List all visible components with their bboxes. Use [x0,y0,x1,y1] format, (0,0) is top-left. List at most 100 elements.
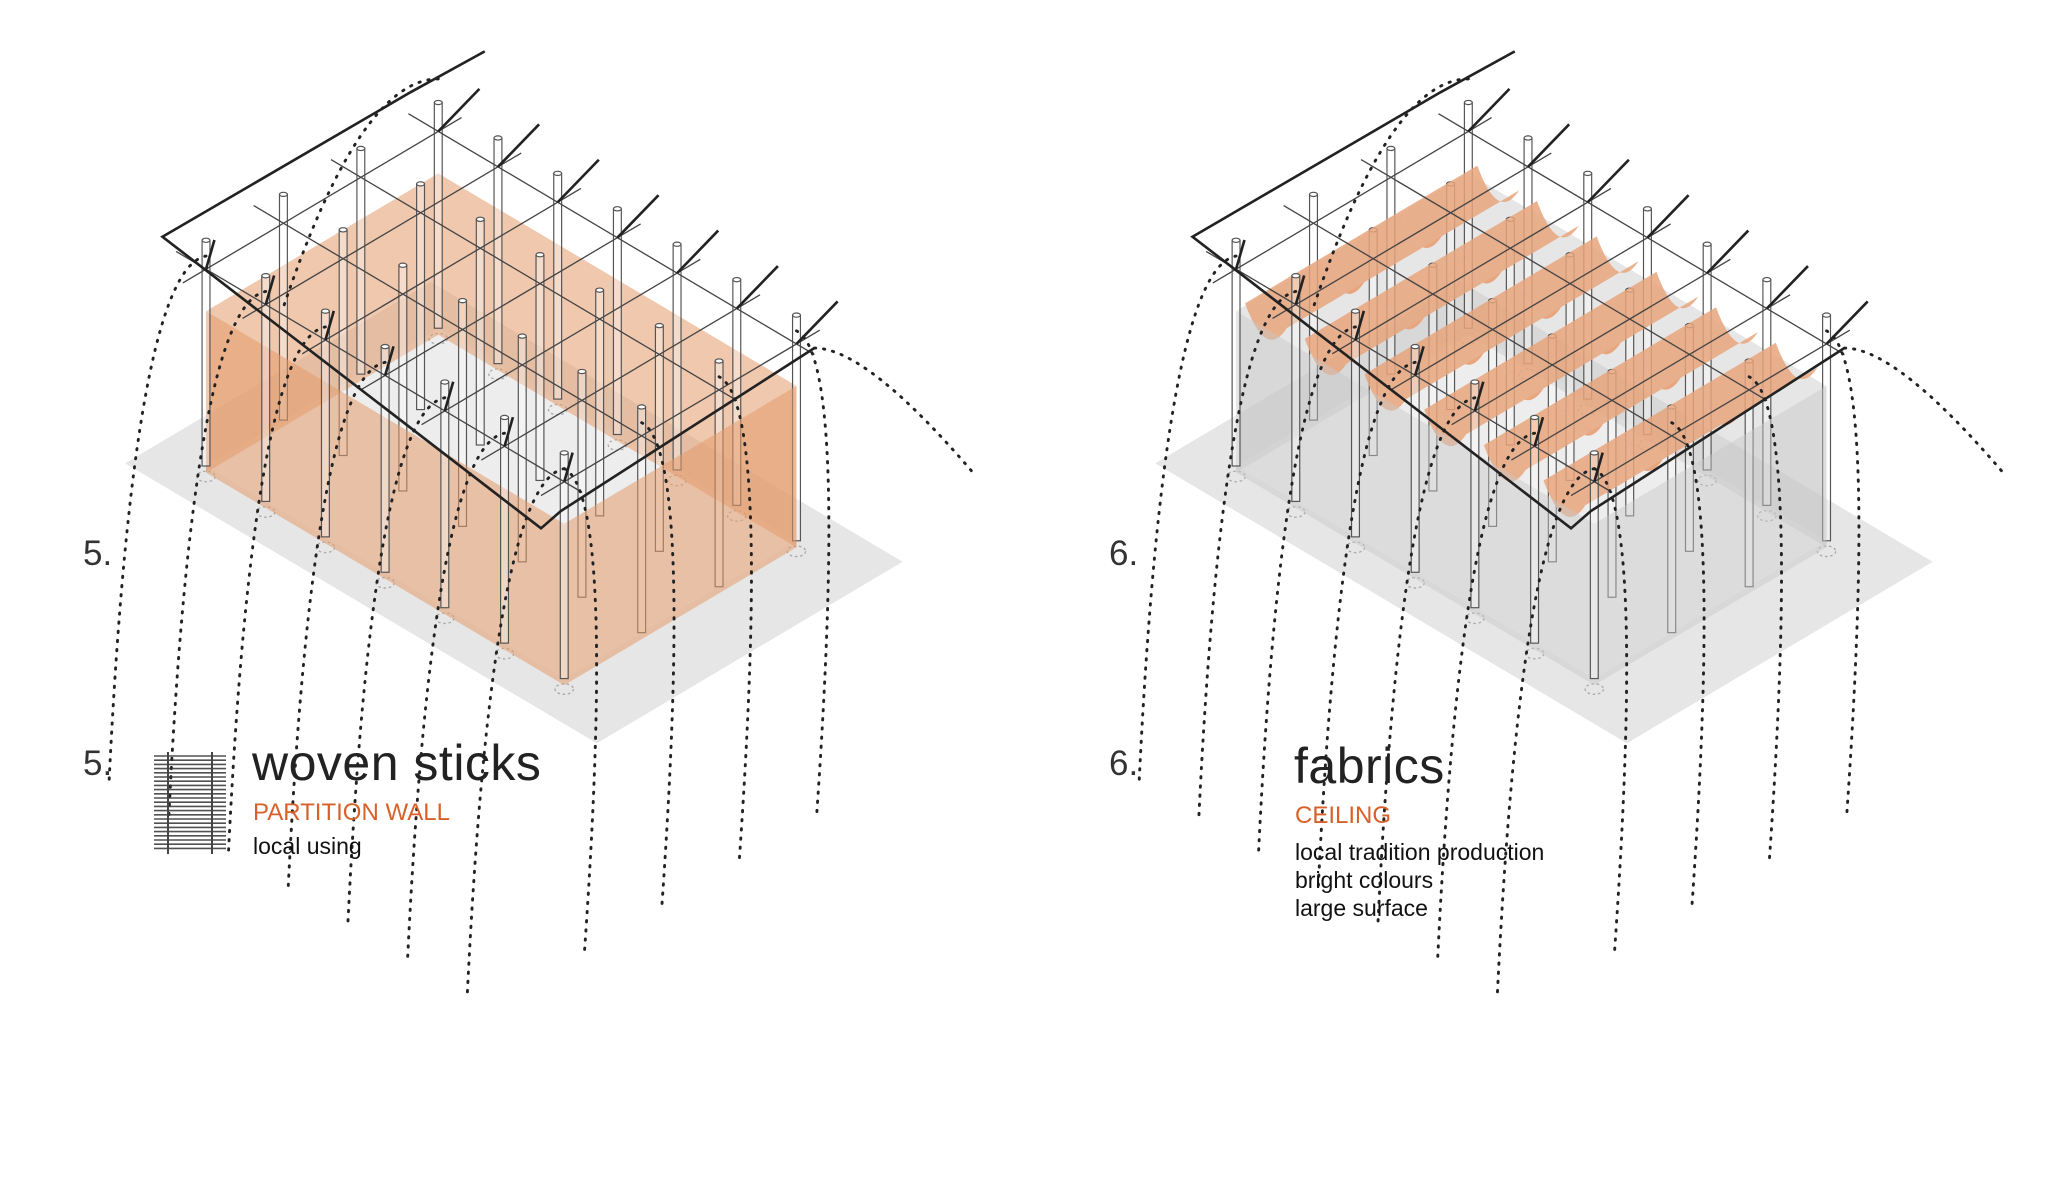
column-top [535,252,545,258]
column-top [1231,237,1241,243]
roof-beam [1391,223,1672,390]
wall-panel [1594,385,1827,686]
roof-beam [1283,204,1690,448]
column [1589,452,1599,680]
column-top [595,287,605,293]
tension-strut [1234,239,1246,270]
column-top [1530,414,1540,421]
guy-rope [1436,431,1537,964]
roof-beam [1360,159,1768,402]
guy-rope [107,254,208,787]
roof-beam [253,204,660,448]
tension-strut [1593,452,1604,483]
roof-beam [361,223,641,390]
panel-subtitle-ceiling: CEILING [1295,802,1392,829]
roof-beam [1205,250,1613,493]
column-top [517,333,527,339]
guy-rope [812,346,977,477]
roof-beam [330,159,738,402]
roof-beam [1438,113,1845,356]
tension-strut [324,310,336,341]
roof-beam [301,187,582,355]
guy-rope [1670,421,1706,913]
panel-subtitle-partition-wall: PARTITION WALL [253,799,450,826]
column [559,452,569,680]
column-top [1463,99,1473,106]
column-top [475,216,485,223]
guy-rope [1747,375,1783,867]
column-top [440,379,450,385]
tension-strut [1413,345,1425,376]
roof-beam [540,329,821,497]
guy-rope [346,396,447,929]
woven-sticks-icon [154,752,226,854]
roof-beam [1212,117,1492,284]
tension-strut [1646,194,1690,239]
roof-beam [1272,152,1552,319]
roof-beam [1511,294,1791,461]
roof-beam [480,294,761,461]
column-top [654,322,664,329]
guy-rope [1495,467,1596,1000]
column-top [732,276,742,283]
column-top [1589,450,1599,456]
column [416,183,426,411]
column [356,147,366,375]
column-top [380,343,390,350]
roof-beam [175,250,583,493]
wall-panel [564,385,797,686]
column [612,208,622,436]
guy-rope [640,421,676,913]
panel-description-line: local tradition production [1295,839,1545,865]
tension-strut [1467,87,1511,133]
column-footing [1584,683,1605,695]
column-top [553,170,563,177]
tension-strut [676,229,720,275]
fabrics-ceiling-axonometric [1137,50,2007,1000]
column-top [500,414,510,421]
column-top [398,262,408,268]
tension-cable [1190,50,1846,531]
column-top [791,312,802,318]
guy-rope [465,467,566,1000]
tension-strut [616,194,660,239]
panel-description-line: large surface [1295,895,1428,921]
column-top [356,145,366,152]
tension-strut [1294,275,1306,305]
roof-beam [242,152,522,319]
guy-rope [1197,290,1298,822]
tension-cable [160,50,816,531]
roof-beam [421,258,701,426]
column-top [201,237,211,243]
column-top [672,241,682,247]
column-top [1642,206,1652,212]
guy-rope [1376,396,1477,929]
column-top [338,227,348,233]
column [475,218,485,446]
guy-rope [405,431,506,964]
tension-strut [1765,265,1809,310]
column-top [1386,145,1396,152]
column-top [1308,191,1319,198]
column-top [1410,343,1420,350]
tension-strut [1473,381,1485,412]
column [493,137,503,365]
roof-beam [182,117,462,284]
tension-strut [1706,229,1750,275]
tension-strut [556,158,600,204]
column-top [493,135,503,141]
guy-rope [226,325,327,858]
tension-strut [1586,158,1630,204]
column-footing [1697,474,1717,487]
column-top [320,308,330,314]
caption-number-6: 6. [1109,744,1139,783]
column-top [458,297,468,304]
column-top [714,358,724,364]
column [553,172,563,400]
drawing-number-5: 5. [83,534,113,573]
column-top [1702,241,1712,247]
tension-strut [503,416,515,447]
drawing-number-6: 6. [1109,534,1139,573]
column-top [559,450,569,456]
